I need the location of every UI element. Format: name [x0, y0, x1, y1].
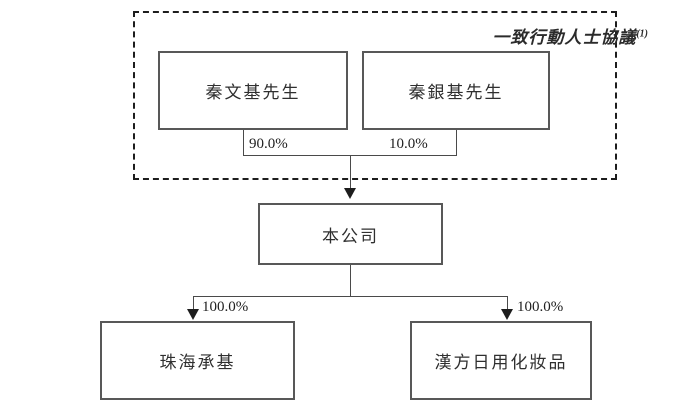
node-qin-yinji-label: 秦銀基先生: [408, 83, 504, 102]
node-the-company[interactable]: 本公司: [258, 203, 443, 265]
concert-party-group-box: [133, 11, 617, 180]
connector-zhuhai-stem: [193, 296, 194, 310]
node-qin-yinji[interactable]: 秦銀基先生: [362, 51, 550, 130]
node-zhuhai-chengji[interactable]: 珠海承基: [100, 321, 295, 400]
concert-party-group-label: 一致行動人士協議(1): [492, 23, 648, 48]
connector-company-stem: [350, 155, 351, 188]
node-the-company-label: 本公司: [322, 226, 379, 246]
node-zhuhai-chengji-label: 珠海承基: [159, 353, 236, 372]
arrowhead-into-zhuhai: [187, 309, 199, 320]
edge-label-hanfang-percent: 100.0%: [517, 299, 564, 315]
connector-hanfang-stem: [507, 296, 508, 310]
arrowhead-into-hanfang: [501, 309, 513, 320]
node-hanfang-cosmetics[interactable]: 漢方日用化妝品: [410, 321, 592, 400]
node-qin-wenji[interactable]: 秦文基先生: [158, 51, 348, 130]
edge-label-qin-yinji-percent: 10.0%: [389, 136, 428, 152]
connector-company-down-stem: [350, 265, 351, 296]
arrowhead-into-company: [344, 188, 356, 199]
node-hanfang-cosmetics-label: 漢方日用化妝品: [434, 353, 568, 372]
edge-label-qin-wenji-percent: 90.0%: [249, 136, 288, 152]
group-label-text: 一致行動人士協議: [492, 28, 637, 47]
connector-qin-yinji-stem: [456, 130, 457, 156]
node-qin-wenji-label: 秦文基先生: [205, 83, 301, 102]
connector-bottom-split-bar: [193, 296, 508, 297]
group-label-footnote-marker: (1): [636, 28, 648, 40]
edge-label-zhuhai-percent: 100.0%: [202, 299, 249, 315]
connector-qin-wenji-stem: [243, 130, 244, 156]
